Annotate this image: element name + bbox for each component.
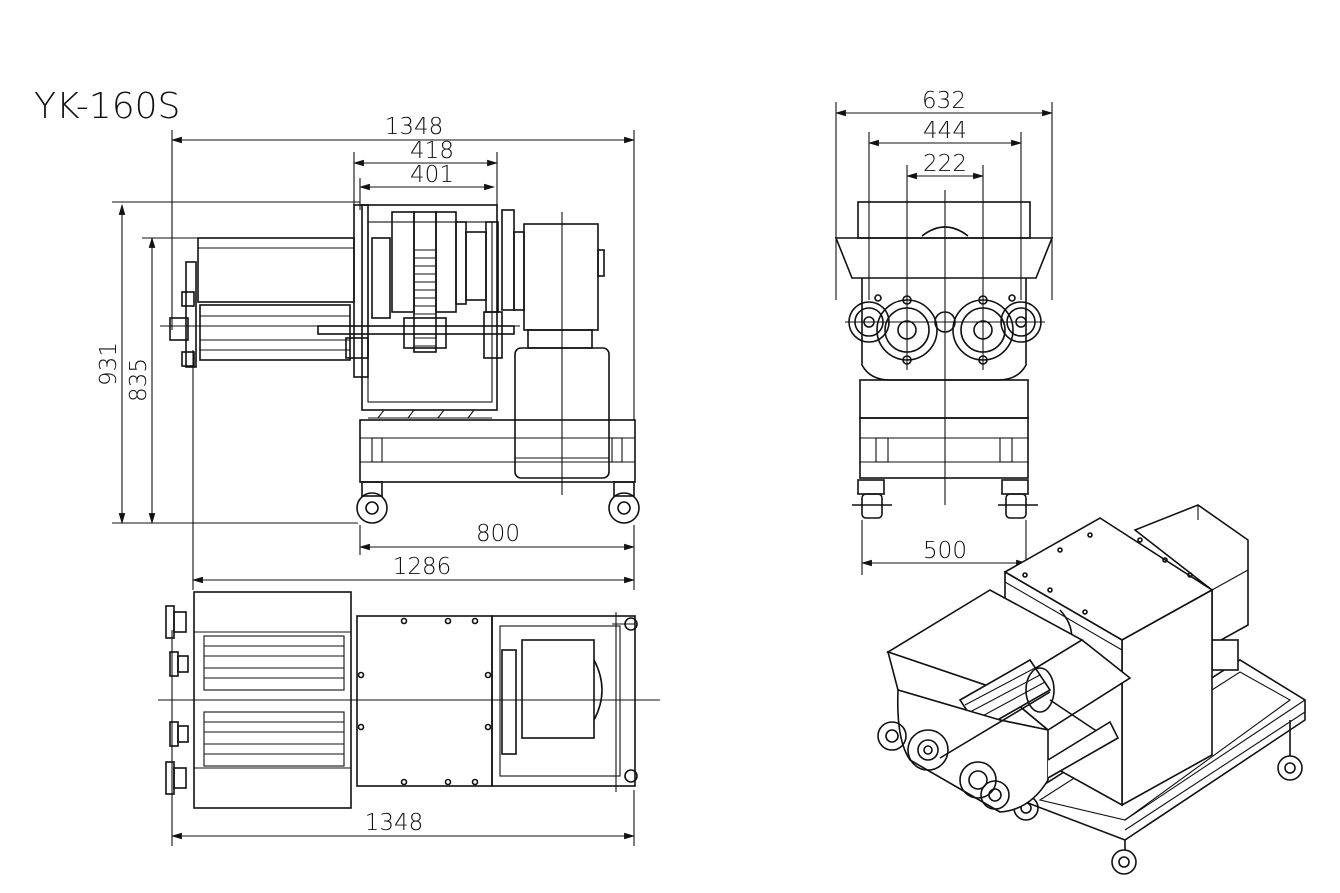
dim-side-931: 931: [96, 342, 122, 386]
top-view: 1348: [158, 591, 660, 846]
dim-front-632: 632: [922, 88, 966, 114]
isometric-view: [877, 504, 1306, 875]
side-view: 1348 418 401 931 835: [96, 114, 640, 590]
dim-side-401: 401: [410, 162, 454, 188]
dim-front-222: 222: [923, 151, 967, 177]
dim-side-835: 835: [126, 358, 152, 402]
model-label: YK-160S: [34, 86, 180, 127]
front-view: 632 444 222: [834, 88, 1054, 575]
dim-front-444: 444: [923, 118, 967, 144]
dim-side-418: 418: [410, 138, 454, 164]
dim-side-1286: 1286: [393, 554, 452, 580]
dim-front-500: 500: [923, 538, 967, 564]
dim-side-1348: 1348: [385, 114, 444, 140]
dim-top-1348: 1348: [365, 810, 424, 836]
dim-side-800: 800: [476, 521, 520, 547]
